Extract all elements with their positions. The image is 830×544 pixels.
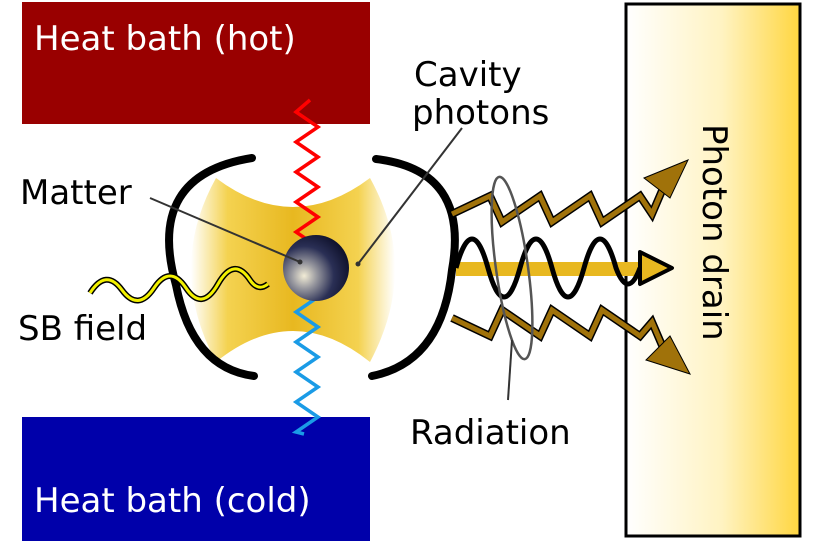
- radiation-ellipse: [490, 175, 534, 361]
- hot-bath-coupling-wave: [292, 98, 322, 249]
- cavity-mirror-right: [368, 155, 459, 380]
- matter-pointer-dot: [297, 259, 303, 265]
- arrow-head-icon: [643, 159, 690, 199]
- hot-heat-bath-label: Heat bath (hot): [34, 19, 296, 59]
- hot-heat-bath: [22, 2, 370, 124]
- arrow-head-icon: [645, 335, 692, 375]
- cavity-label-line1: Cavity: [414, 55, 522, 95]
- radiation-ray-lower-fill: [450, 306, 667, 351]
- matter-label: Matter: [20, 173, 132, 213]
- cavity-pointer-line: [357, 127, 463, 265]
- radiation-pointer-line: [507, 339, 513, 401]
- cold-heat-bath: [22, 417, 370, 541]
- cold-bath-coupling-wave: [291, 295, 322, 436]
- sphere-icon: [283, 235, 349, 301]
- matter-pointer-line: [149, 197, 301, 263]
- central-wave-band: [456, 262, 640, 276]
- sb-field-label: SB field: [18, 309, 147, 349]
- radiation-ray-upper-fill: [450, 185, 667, 226]
- cavity-label-line2: photons: [412, 93, 549, 133]
- central-radiation-wave: [453, 236, 643, 300]
- photon-drain-label: Photon drain: [694, 124, 734, 341]
- radiation-label: Radiation: [410, 413, 571, 453]
- cold-heat-bath-label: Heat bath (cold): [34, 481, 311, 521]
- arrow-head-icon: [638, 250, 674, 286]
- cavity-pointer-dot: [355, 261, 361, 267]
- sb-field-wave-fill: [88, 267, 269, 302]
